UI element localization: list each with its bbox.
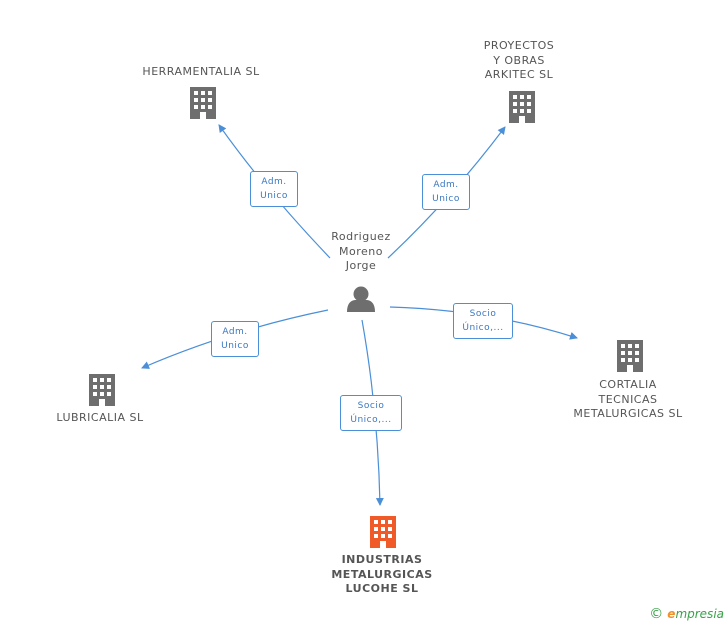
building-icon-herramentalia bbox=[190, 87, 216, 119]
building-icon-cortalia bbox=[617, 340, 643, 372]
copyright-icon: © bbox=[649, 606, 664, 622]
building-icon-proyectos bbox=[509, 91, 535, 123]
relation-label-proyectos[interactable]: Adm. Unico bbox=[422, 174, 470, 210]
company-label-cortalia[interactable]: CORTALIA TECNICAS METALURGICAS SL bbox=[573, 378, 683, 420]
company-label-herramentalia[interactable]: HERRAMENTALIA SL bbox=[142, 65, 260, 78]
relation-label-herramentalia[interactable]: Adm. Unico bbox=[250, 171, 298, 207]
relation-label-industrias[interactable]: Socio Único,... bbox=[340, 395, 402, 431]
brand-rest: mpresia bbox=[675, 607, 724, 621]
brand-e: e bbox=[667, 607, 676, 621]
company-label-industrias[interactable]: INDUSTRIAS METALURGICAS LUCOHE SL bbox=[331, 553, 433, 595]
building-icon-industrias bbox=[370, 516, 396, 548]
building-icon-lubricalia bbox=[89, 374, 115, 406]
company-label-lubricalia[interactable]: LUBRICALIA SL bbox=[56, 411, 144, 424]
person-name[interactable]: Rodriguez Moreno Jorge bbox=[331, 230, 391, 272]
relation-label-lubricalia[interactable]: Adm. Unico bbox=[211, 321, 259, 357]
relation-label-cortalia[interactable]: Socio Único,... bbox=[453, 303, 513, 339]
company-label-proyectos[interactable]: PROYECTOS Y OBRAS ARKITEC SL bbox=[483, 39, 555, 81]
person-icon bbox=[347, 286, 375, 312]
brand-logo[interactable]: ©empresia bbox=[649, 606, 724, 622]
